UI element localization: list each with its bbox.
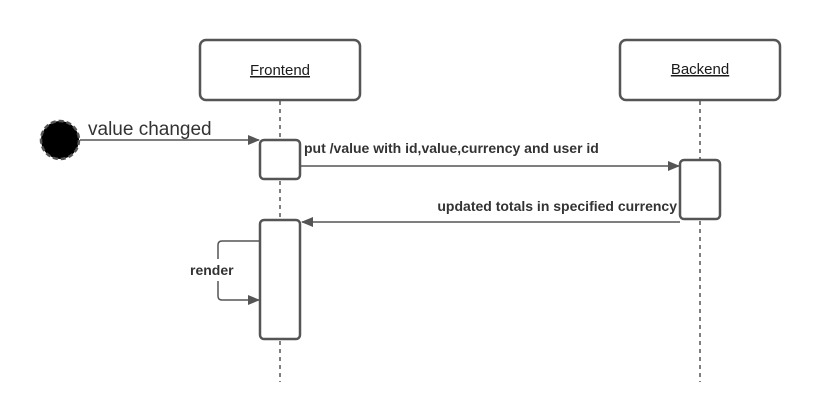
render-label: render: [190, 262, 234, 278]
frontend-label: Frontend: [250, 62, 310, 79]
put-value-label: put /value with id,value,currency and us…: [304, 140, 599, 156]
start-event-label: value changed: [88, 119, 212, 140]
backend-box: [618, 38, 782, 102]
start-circle-icon[interactable]: [39, 119, 81, 161]
frontend-participant[interactable]: Frontend: [198, 38, 362, 102]
frontend-box: [198, 38, 362, 102]
frontend-activation-2: [258, 218, 302, 341]
render-label-bg: [188, 259, 248, 281]
backend-label: Backend: [671, 61, 729, 78]
updated-totals-label: updated totals in specified currency: [437, 198, 677, 214]
backend-activation: [678, 158, 722, 221]
backend-participant[interactable]: Backend: [618, 38, 782, 102]
frontend-activation-1: [258, 138, 302, 181]
